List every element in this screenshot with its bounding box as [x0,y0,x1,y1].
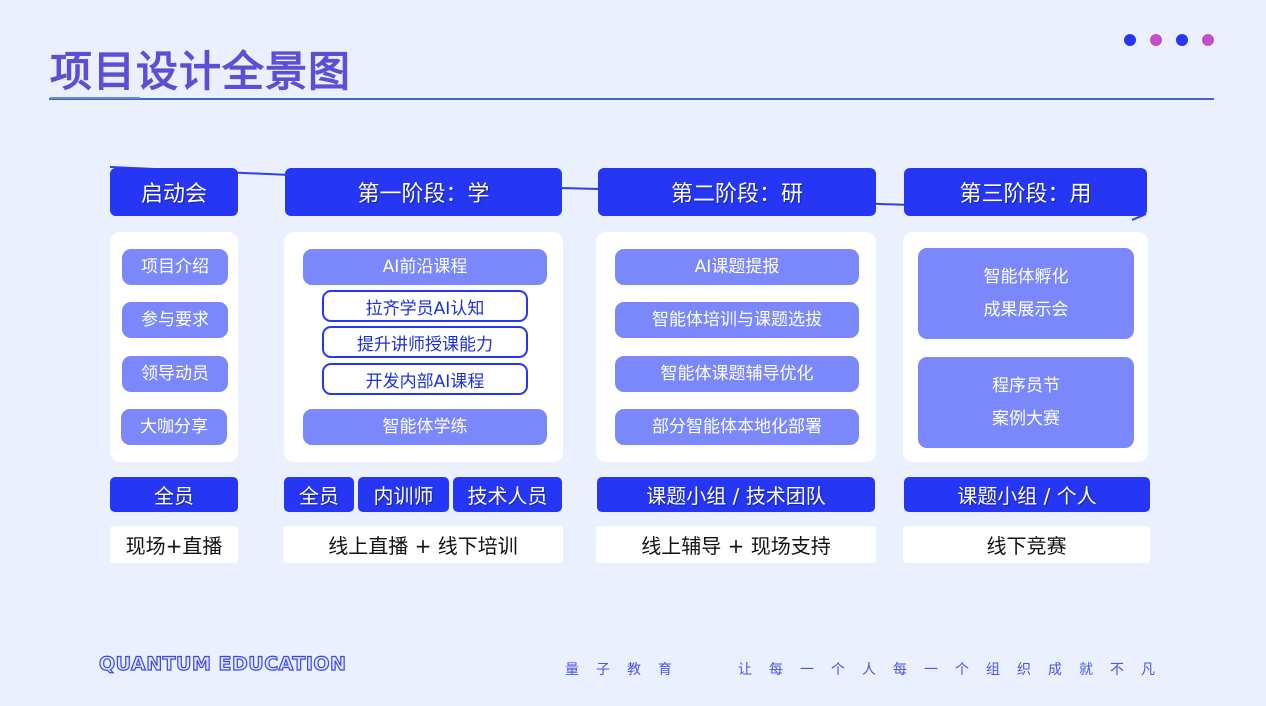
sub-item: 开发内部AI课程 [322,363,528,395]
sub-item: 拉齐学员AI认知 [322,290,528,322]
list-item: 参与要求 [122,302,228,338]
list-item: 项目介绍 [122,249,228,285]
stage-header-learn: 第一阶段：学 [285,168,562,216]
title-underline-accent [50,97,140,99]
item-line: 成果展示会 [983,299,1069,320]
stage-header-apply: 第三阶段：用 [904,168,1147,216]
item-line: 智能体孵化 [983,266,1069,287]
footer-slogan: 让每一个人每一个组织成就不凡 [738,662,1172,678]
delivery-mode: 现场+直播 [110,526,238,563]
item-line: 案例大赛 [992,408,1060,429]
list-item: 智能体培训与课题选拔 [615,302,859,338]
title-underline [49,98,1214,100]
audience-tag: 内训师 [358,477,449,512]
decorative-dots [1124,34,1214,46]
item-line: 程序员节 [992,375,1060,396]
dot-icon [1150,34,1162,46]
audience-tag: 课题小组 / 技术团队 [597,477,875,512]
list-item: AI前沿课程 [303,249,547,285]
audience-tag: 技术人员 [453,477,562,512]
audience-tag: 课题小组 / 个人 [904,477,1150,512]
delivery-mode: 线上辅导 + 现场支持 [596,526,876,563]
delivery-mode: 线下竞赛 [903,526,1150,563]
footer-brand-logo: QUANTUM EDUCATION [98,652,347,675]
list-item: 大咖分享 [121,409,227,445]
sub-item: 提升讲师授课能力 [322,326,528,358]
delivery-mode: 线上直播 + 线下培训 [283,526,563,563]
footer-company-name: 量子教育 [565,662,689,678]
list-item: 智能体学练 [303,409,547,445]
list-item: 部分智能体本地化部署 [615,409,859,445]
list-item: 智能体课题辅导优化 [615,356,859,392]
list-item: 智能体孵化 成果展示会 [918,248,1134,339]
stage-header-research: 第二阶段：研 [598,168,876,216]
dot-icon [1124,34,1136,46]
dot-icon [1176,34,1188,46]
stage-header-kickoff: 启动会 [110,168,238,216]
list-item: 程序员节 案例大赛 [918,357,1134,448]
audience-tag: 全员 [284,477,354,512]
list-item: AI课题提报 [615,249,859,285]
page-title: 项目设计全景图 [50,47,352,96]
audience-tag: 全员 [110,477,238,512]
dot-icon [1202,34,1214,46]
list-item: 领导动员 [122,356,228,392]
